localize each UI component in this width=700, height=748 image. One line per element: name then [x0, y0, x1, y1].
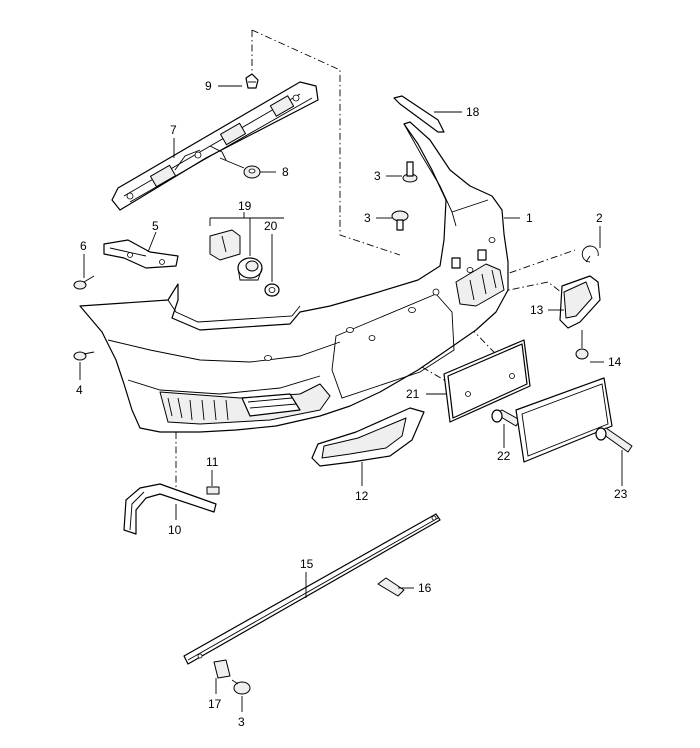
part-14-nut [575, 330, 589, 360]
part-3-fastener-middle [391, 210, 409, 231]
callout-7: 7 [170, 123, 177, 137]
callout-5: 5 [152, 219, 159, 233]
part-19-parking-sensor [237, 257, 263, 281]
part-11-clip [206, 486, 220, 495]
licence-plate [515, 377, 613, 463]
part-4-clip [73, 351, 95, 361]
part-21-licence-plate-base [443, 339, 531, 423]
callout-20: 20 [264, 219, 278, 233]
callout-17: 17 [208, 697, 222, 711]
callout-18: 18 [466, 105, 480, 119]
callout-16: 16 [418, 581, 432, 595]
callout-4: 4 [76, 383, 83, 397]
part-3-fastener-upper [402, 161, 418, 183]
callout-2: 2 [596, 211, 603, 225]
part-3-fastener-lower [231, 679, 251, 695]
callout-6: 6 [80, 239, 87, 253]
callout-13: 13 [530, 303, 544, 317]
callout-23: 23 [614, 487, 628, 501]
callout-9: 9 [205, 79, 212, 93]
callout-15: 15 [300, 557, 314, 571]
part-17-clip [213, 659, 231, 679]
part-20-grommet [264, 283, 280, 297]
part-1-bumper-cover [79, 121, 509, 433]
part-13-reflector [559, 275, 601, 329]
part-18-trim-strip [393, 95, 445, 133]
callout-19: 19 [238, 199, 252, 213]
part-2-circlip [581, 245, 599, 263]
callout-10: 10 [168, 523, 182, 537]
callout-3-upper: 3 [374, 169, 381, 183]
callout-3-lower: 3 [238, 715, 245, 729]
callout-1: 1 [526, 211, 533, 225]
callout-14: 14 [608, 355, 622, 369]
callout-leader-lines [79, 85, 623, 712]
part-19-sensor-holder [209, 229, 241, 261]
part-8-nut [219, 157, 261, 179]
part-10-wheel-arch-bracket [123, 483, 217, 535]
part-22-screw [491, 409, 521, 427]
callout-3-middle: 3 [364, 211, 371, 225]
part-9-clip-nut [245, 73, 259, 89]
part-23-screw [595, 427, 633, 453]
part-7-reinforcement-bar [111, 81, 319, 211]
callout-8: 8 [282, 165, 289, 179]
part-12-lower-trim-moulding [311, 407, 425, 467]
part-15-trim-strip [183, 513, 441, 665]
callout-11: 11 [206, 455, 219, 469]
part-5-side-bracket [103, 239, 179, 269]
callout-21: 21 [406, 387, 420, 401]
callout-22: 22 [497, 449, 511, 463]
callout-12: 12 [355, 489, 369, 503]
part-6-screw [73, 275, 95, 290]
part-16-clip [377, 577, 405, 597]
callout-labels: 1 2 3 3 3 4 5 6 7 8 9 10 11 12 13 14 15 … [76, 79, 628, 729]
